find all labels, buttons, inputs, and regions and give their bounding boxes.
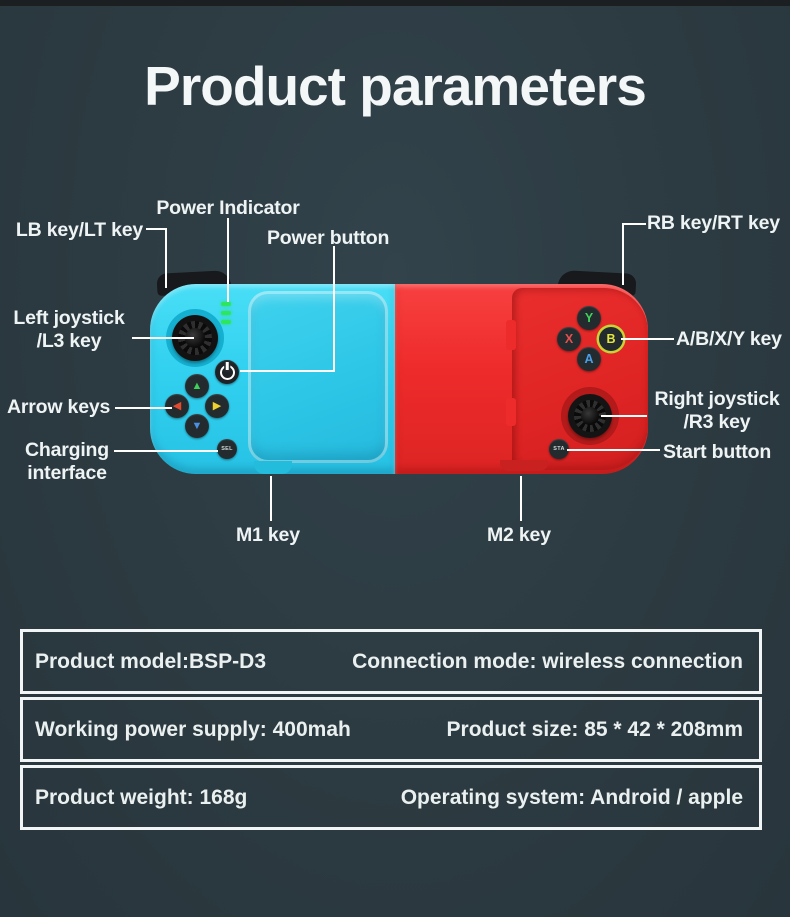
table-row: Product model:BSP-D3 Connection mode: wi…: [20, 629, 762, 694]
dpad-up-button: ▲: [185, 374, 209, 398]
spec-product-size: Product size: 85 * 42 * 208mm: [446, 717, 743, 741]
arrow-keys-line: [115, 407, 172, 409]
left-joystick-line: [132, 337, 194, 339]
start-button: STA: [549, 439, 569, 459]
power-button-line: [333, 246, 335, 372]
m1-key: [254, 461, 292, 474]
led-indicator: [221, 302, 231, 306]
charging-label-line1: Charging: [25, 439, 109, 461]
abxy-key-label: A/B/X/Y key: [676, 328, 782, 350]
y-button: Y: [577, 306, 601, 330]
right-joystick-label: Right joystick /R3 key: [646, 388, 788, 434]
x-button-label: X: [564, 331, 574, 346]
lb-line: [165, 228, 167, 288]
b-button-label: B: [606, 331, 616, 346]
spec-power-supply: Working power supply: 400mah: [35, 717, 351, 741]
table-row: Product weight: 168g Operating system: A…: [20, 765, 762, 830]
right-panel-notch: [506, 320, 516, 350]
arrow-keys-label: Arrow keys: [7, 396, 111, 418]
rb-line: [622, 223, 624, 285]
led-indicator: [221, 320, 231, 324]
power-button-line: [240, 370, 335, 372]
right-joystick-label-line2: /R3 key: [683, 411, 751, 433]
start-button-line: [567, 449, 660, 451]
top-dark-bar: [0, 0, 790, 6]
a-button: A: [577, 347, 601, 371]
spec-operating-system: Operating system: Android / apple: [400, 785, 743, 809]
dpad-right-button: ▶: [205, 394, 229, 418]
led-indicator: [221, 311, 231, 315]
charging-label-line2: interface: [27, 462, 107, 484]
a-button-label: A: [584, 351, 594, 366]
left-joystick-label-line1: Left joystick: [13, 307, 125, 329]
y-button-label: Y: [584, 310, 594, 325]
power-indicator-label: Power Indicator: [156, 197, 300, 219]
select-button: SEL: [217, 439, 237, 459]
power-button: [215, 360, 239, 384]
power-indicator-line: [227, 218, 229, 302]
dpad-down-icon: ▼: [191, 419, 203, 432]
charging-interface-label: Charging interface: [0, 439, 134, 485]
dpad-up-icon: ▲: [191, 379, 203, 392]
power-icon: [219, 364, 235, 380]
select-button-label: SEL: [221, 446, 233, 452]
dpad-right-icon: ▶: [212, 399, 222, 412]
spec-product-model: Product model:BSP-D3: [35, 649, 267, 673]
abxy-line: [621, 338, 674, 340]
charging-line: [114, 450, 218, 452]
lb-key-label: LB key/LT key: [15, 219, 143, 241]
m2-line: [520, 476, 522, 521]
m2-key: [500, 460, 548, 471]
phone-holder-left-panel: [248, 291, 388, 463]
right-panel-notch: [506, 398, 516, 426]
dpad-left-icon: ◀: [172, 399, 182, 412]
power-button-label: Power button: [267, 227, 390, 249]
b-button: B: [599, 327, 623, 351]
start-button-label-callout: Start button: [663, 441, 772, 463]
left-joystick-label: Left joystick /L3 key: [0, 307, 138, 353]
spec-connection-mode: Connection mode: wireless connection: [352, 649, 743, 673]
spec-table: Product model:BSP-D3 Connection mode: wi…: [20, 629, 762, 830]
m1-key-label: M1 key: [236, 524, 300, 546]
right-joystick-cap: [581, 407, 599, 425]
page-title: Product parameters: [144, 55, 647, 117]
rb-line: [622, 223, 646, 225]
right-joystick-label-line1: Right joystick: [654, 388, 780, 410]
dpad-left-button: ◀: [165, 394, 189, 418]
m2-key-label: M2 key: [487, 524, 551, 546]
left-joystick-cap: [185, 328, 205, 348]
m1-line: [270, 476, 272, 521]
x-button: X: [557, 327, 581, 351]
right-joystick-line: [601, 415, 647, 417]
spec-product-weight: Product weight: 168g: [35, 785, 248, 809]
start-button-label: STA: [553, 446, 565, 452]
dpad-down-button: ▼: [185, 414, 209, 438]
left-joystick-label-line2: /L3 key: [36, 330, 102, 352]
lb-line: [146, 228, 167, 230]
table-row: Working power supply: 400mah Product siz…: [20, 697, 762, 762]
rb-key-label: RB key/RT key: [647, 212, 780, 234]
